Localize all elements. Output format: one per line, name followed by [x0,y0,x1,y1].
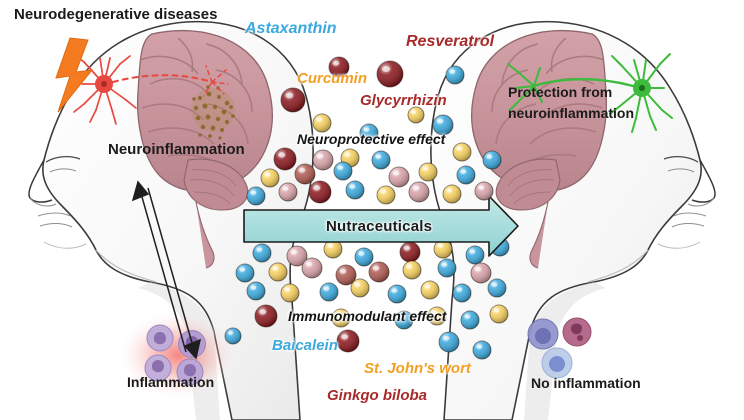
compound-label: Baicalein [272,337,338,354]
nutraceutical-particle [460,310,480,330]
nutraceutical-particle [301,257,323,279]
right-brain-label-line1: Protection from [508,84,613,100]
left-inflammation-site [116,309,240,401]
resting-immune-cell-icon [527,318,559,350]
nutraceutical-particle [442,184,462,204]
nutraceutical-particle [418,162,438,182]
immune-cell-cluster-icon [144,324,206,386]
nutraceutical-particle [280,87,306,113]
nutraceutical-particle [368,261,390,283]
nutraceutical-particle [319,282,339,302]
nutraceutical-particle [402,260,422,280]
nutraceutical-particle [427,306,447,326]
nutraceutical-particles-foreground [224,56,509,360]
bidirectional-arrow-icon [131,180,202,360]
compound-label: Resveratrol [406,33,495,50]
nutraceutical-particle [345,180,365,200]
nutraceutical-particle [472,340,492,360]
nutraceutical-particle [465,245,485,265]
effect-label: Immunomodulant effect [288,308,447,324]
nutraceutical-particle [394,310,414,330]
nutraceutical-particle [328,56,350,78]
compound-label: Glycyrrhizin [360,92,447,109]
nutraceutical-particle [359,123,379,143]
nutraceutical-particle [474,181,494,201]
nutraceutical-particle [482,150,502,170]
nutraceutical-particle [487,278,507,298]
nutraceutical-particle [456,165,476,185]
nutraceutical-particle [235,263,255,283]
nutraceutical-particle [254,304,278,328]
nutraceuticals-arrow-label: Nutraceuticals [326,218,433,235]
nutraceutical-particle [408,181,430,203]
nutraceutical-particle [437,258,457,278]
left-body-label: Inflammation [127,374,215,390]
nutraceutical-particle [335,264,357,286]
left-title: Neurodegenerative diseases [14,6,218,23]
nutraceutical-particles-background [252,237,510,265]
nutraceutical-particle [224,327,242,345]
nutraceutical-particle [399,241,421,263]
nutraceutical-particle [246,186,266,206]
nutraceutical-particle [312,149,334,171]
effect-label: Neuroprotective effect [297,131,446,147]
lightning-bolt-icon [55,37,94,113]
compound-label: St. John's wort [364,360,471,377]
right-body-label: No inflammation [531,375,641,391]
nutraceutical-particle [273,147,297,171]
nutraceutical-particle [420,280,440,300]
nutraceutical-particle [308,180,332,204]
nutraceuticals-arrow [243,195,519,257]
nutraceutical-particle [286,245,308,267]
nutraceutical-particle [489,304,509,324]
nutraceutical-particle [350,278,370,298]
nutraceutical-particle [312,113,332,133]
nutraceutical-particle [294,163,316,185]
nutraceutical-particle [354,247,374,267]
nutraceutical-particle [376,185,396,205]
left-brain-label: Neuroinflammation [108,141,245,158]
nutraceutical-particle [438,331,460,353]
nutraceutical-particle [252,243,272,263]
nutraceutical-particle [331,308,351,328]
nutraceutical-particle [371,150,391,170]
right-brain [471,30,673,269]
nutraceutical-particle [278,182,298,202]
nutraceutical-particle [333,161,353,181]
nutraceutical-particle [376,60,404,88]
nutraceutical-particle [280,283,300,303]
compound-label: Ginkgo biloba [327,387,427,404]
nutraceutical-particle [452,142,472,162]
right-resting-cells [527,317,592,379]
nutraceutical-particle [388,166,410,188]
nutraceutical-particle [452,283,472,303]
healthy-axon [532,78,635,88]
compound-label: Curcumin [297,70,368,87]
nutraceutical-particle [387,284,407,304]
right-brain-label-line2: neuroinflammation [508,105,635,121]
nutraceutical-particle [246,281,266,301]
left-brain [73,30,273,269]
nutraceutical-particle [470,262,492,284]
nutraceutical-particle [268,262,288,282]
nutraceutical-particle [323,239,343,259]
compound-label: Astaxanthin [245,20,337,37]
nutraceutical-particle [445,65,465,85]
degenerating-axon [112,74,213,83]
nutraceutical-particle [336,329,360,353]
nutraceutical-particle [260,168,280,188]
nutraceutical-particle [432,114,454,136]
nutraceutical-particle [407,106,425,124]
